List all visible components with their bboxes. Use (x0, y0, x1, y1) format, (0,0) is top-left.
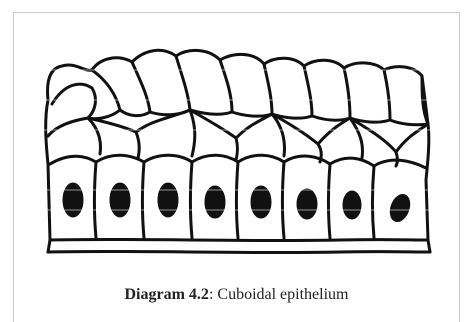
nucleus (158, 183, 178, 217)
nucleus (110, 183, 130, 217)
cell-divider (95, 162, 97, 238)
caption-text: Cuboidal epithelium (217, 286, 348, 303)
upper-cell (150, 56, 190, 115)
middle-cell (396, 124, 428, 152)
nucleus (251, 186, 271, 218)
nucleus (63, 183, 83, 217)
middle-cell (88, 118, 139, 158)
upper-cell (312, 68, 350, 120)
basement-membrane-left-cap (48, 240, 50, 252)
cell-divider (283, 162, 285, 238)
nucleus (387, 192, 413, 224)
basement-membrane-upper (50, 239, 428, 240)
left-edge (46, 100, 50, 240)
middle-cell (48, 118, 101, 154)
cell-divider (329, 164, 331, 238)
basement-membrane-right-cap (428, 240, 430, 252)
right-edge (426, 124, 429, 240)
middle-cell (318, 118, 363, 158)
middle-cell (272, 114, 321, 162)
caption-label: Diagram 4.2 (125, 286, 209, 303)
upper-cell (52, 84, 95, 118)
upper-cell (272, 66, 312, 118)
upper-cell (190, 60, 232, 114)
middle-cell (190, 110, 238, 160)
upper-cell (232, 64, 272, 116)
basement-membrane-lower (48, 251, 430, 252)
cell-divider (191, 162, 193, 238)
middle-cell (136, 110, 195, 156)
nucleus (297, 189, 317, 219)
cell-divider (373, 166, 375, 238)
nucleus (205, 186, 225, 218)
cell-divider (237, 162, 239, 238)
figure-caption: Diagram 4.2: Cuboidal epithelium (13, 286, 460, 304)
nucleus (343, 191, 361, 219)
epithelium-drawing (40, 40, 440, 260)
cell-divider (143, 162, 145, 238)
middle-cell (236, 114, 285, 156)
cuboidal-epithelium-illustration (40, 40, 440, 260)
upper-cell (350, 70, 390, 122)
